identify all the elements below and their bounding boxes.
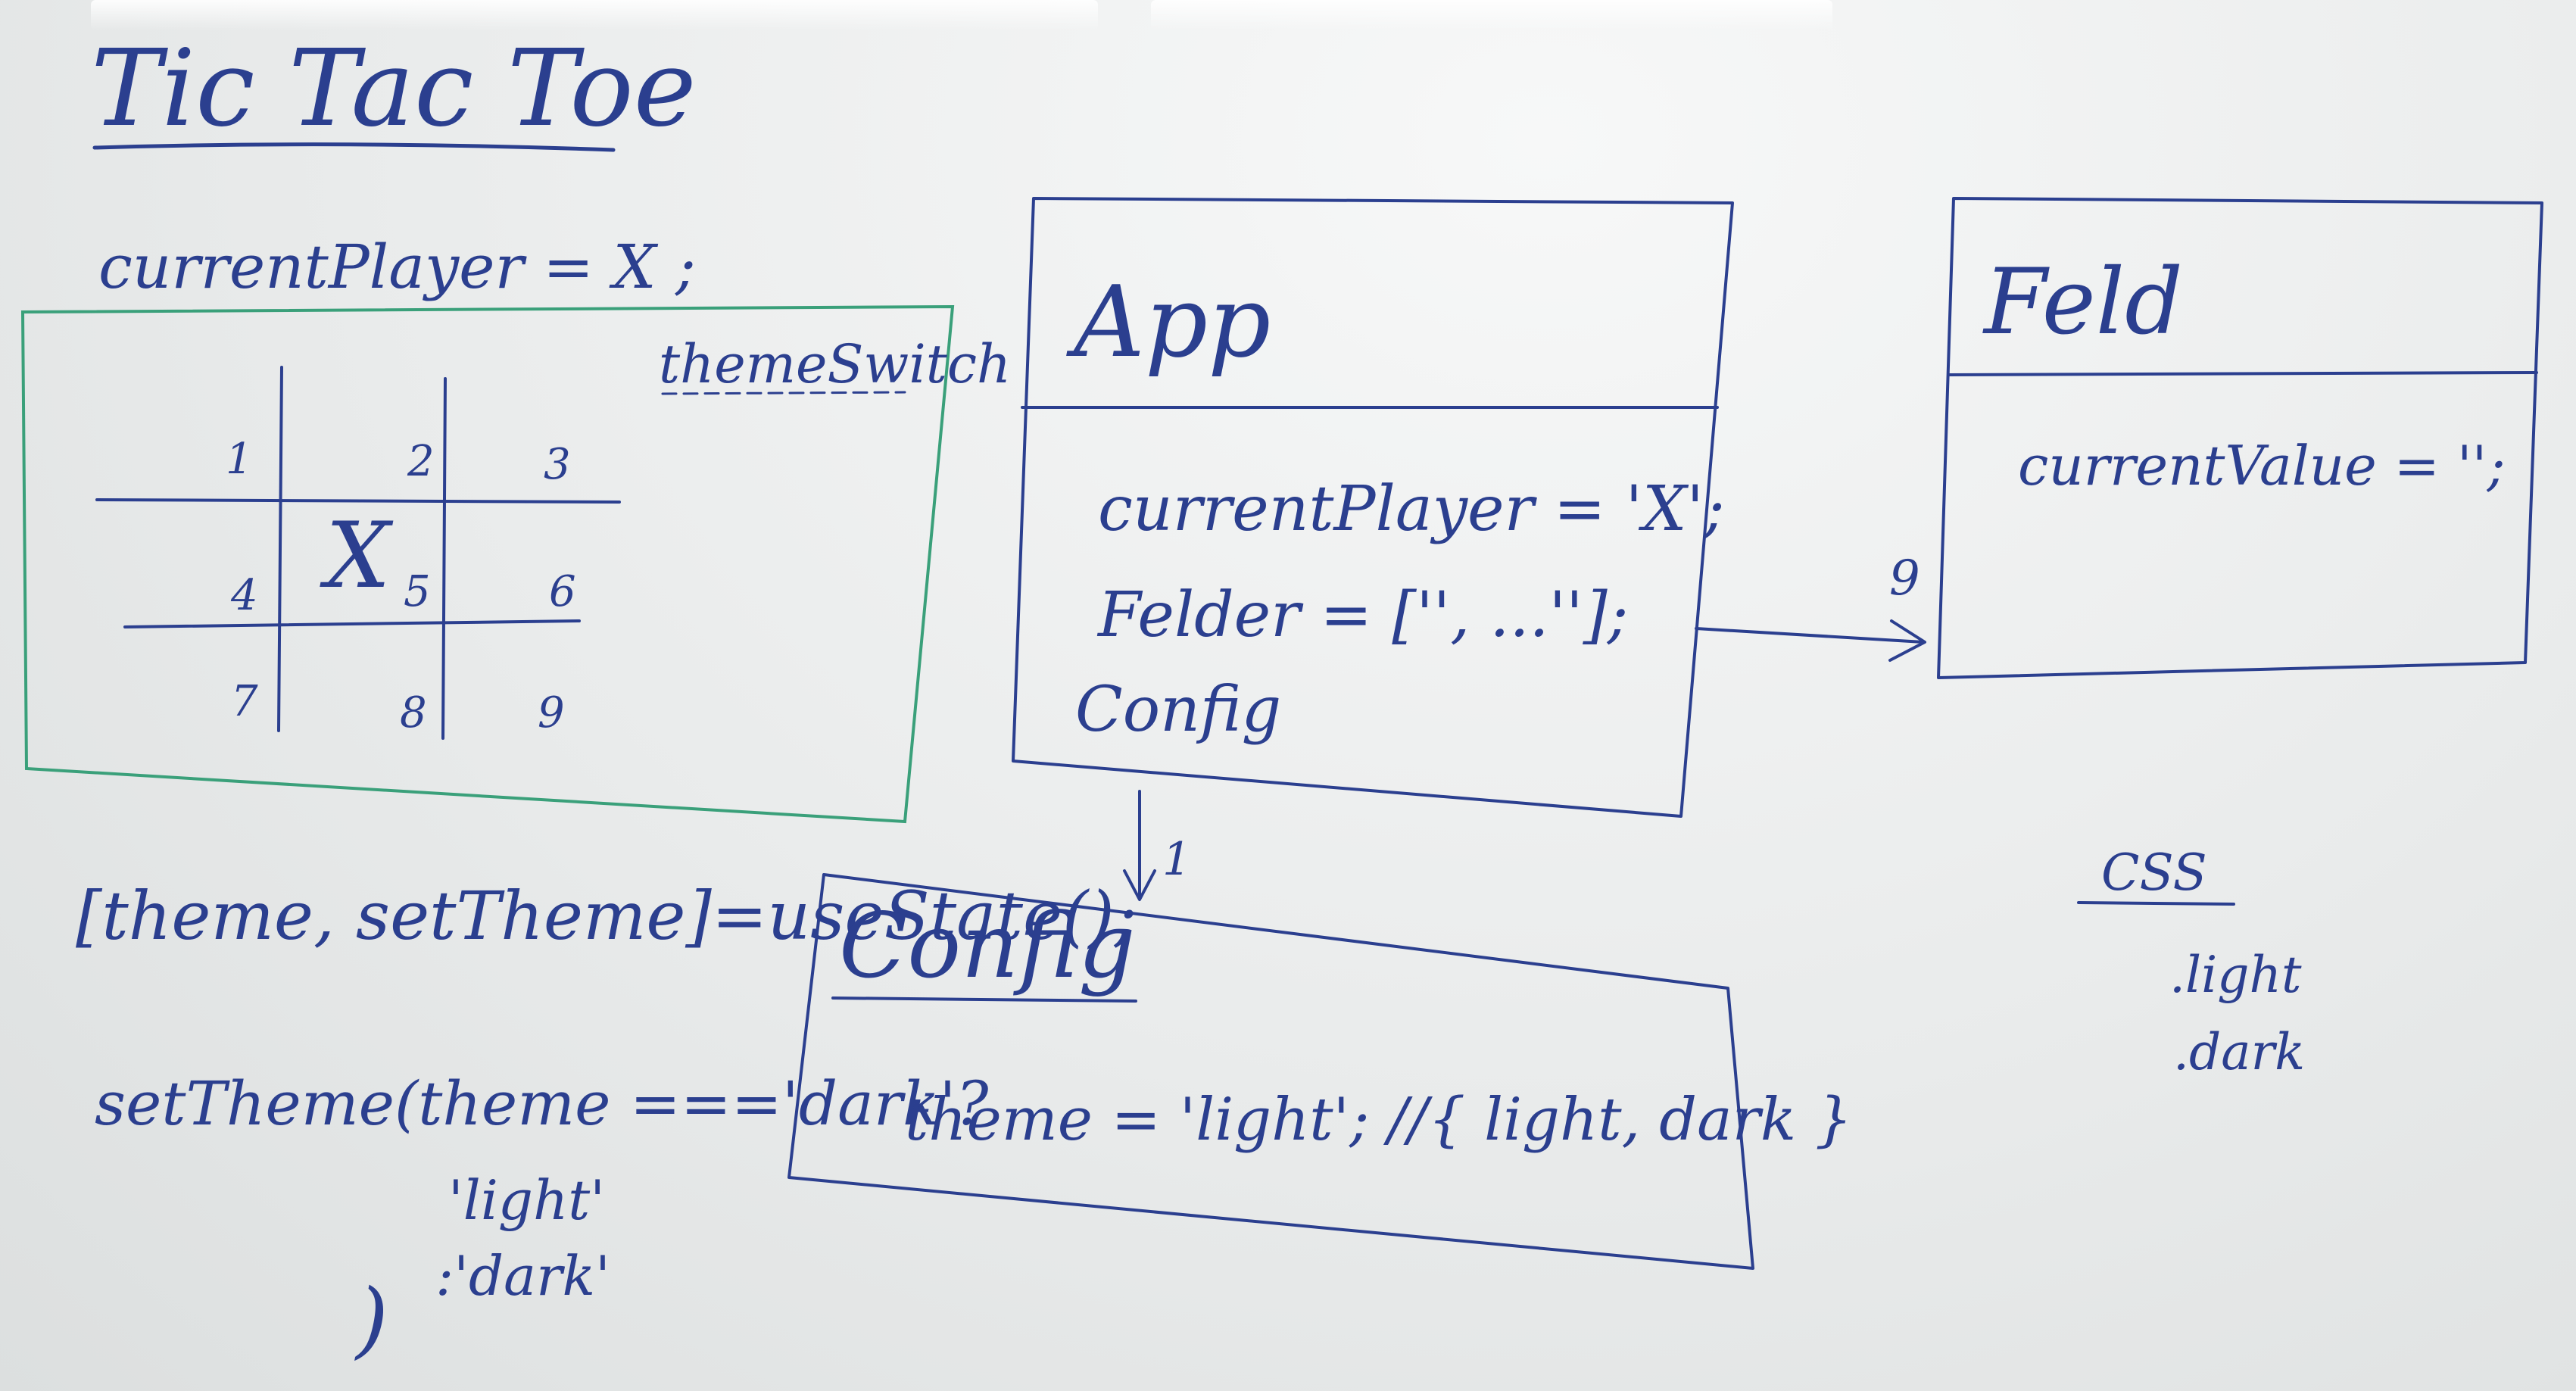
app-box: App currentPlayer = 'X'; Felder = ['', .… — [1012, 197, 1734, 818]
cell-number-7: 7 — [231, 677, 258, 726]
config-box-divider — [831, 996, 1137, 1003]
light-option: 'light' — [448, 1168, 605, 1232]
css-class-light: .light — [2169, 946, 2302, 1004]
current-player-line: currentPlayer = X ; — [98, 232, 696, 302]
config-field-theme: theme = 'light'; //{ light, dark } — [905, 1086, 1853, 1154]
title-group: Tic Tac Toe — [91, 27, 697, 152]
feld-box-title: Feld — [1982, 250, 2183, 355]
feld-box-divider — [1948, 371, 2538, 376]
cell-number-5: 5 — [404, 567, 431, 616]
set-theme-block: setTheme(theme ==='dark'? 'light' :'dark… — [95, 1068, 990, 1368]
config-box: Config theme = 'light'; //{ light, dark … — [787, 873, 1853, 1270]
closing-paren: ) — [354, 1271, 388, 1368]
cell-number-8: 8 — [400, 688, 427, 738]
multiplicity-label-1: 1 — [1162, 833, 1191, 886]
css-class-dark: .dark — [2173, 1023, 2305, 1081]
feld-box: Feld currentValue = ''; — [1937, 197, 2543, 679]
set-theme-line: setTheme(theme ==='dark'? — [95, 1068, 990, 1139]
theme-switch-underline — [661, 391, 906, 395]
theme-switch-frame: themeSwitch — [20, 304, 1011, 824]
use-state-line: [theme, setTheme]=useState(); — [76, 877, 1137, 955]
cell-number-6: 6 — [549, 567, 576, 616]
feld-box-outline — [1937, 197, 2543, 679]
tic-tac-toe-grid: 1 2 3 4 5 6 7 8 9 X — [95, 366, 621, 740]
app-field-felder: Felder = ['', ...'']; — [1096, 579, 1628, 651]
css-heading: CSS — [2101, 844, 2207, 902]
config-box-outline — [787, 873, 1754, 1270]
app-to-feld-arrow: 9 — [1695, 550, 1926, 662]
dark-option: :'dark' — [435, 1244, 610, 1308]
ceiling-light-reflection-left — [91, 0, 1098, 30]
grid-line-h2 — [123, 619, 581, 628]
cell-number-3: 3 — [544, 440, 571, 489]
title-underline — [92, 142, 616, 152]
grid-line-v2 — [441, 377, 447, 740]
green-frame-outline — [20, 304, 955, 824]
app-field-current-player: currentPlayer = 'X'; — [1098, 473, 1725, 545]
arrow-line — [1695, 627, 1925, 644]
theme-switch-label: themeSwitch — [659, 333, 1011, 395]
cell-number-9: 9 — [538, 688, 565, 738]
ceiling-light-reflection-right — [1151, 0, 1832, 30]
grid-line-v1 — [277, 366, 283, 732]
arrowhead — [1888, 619, 1926, 662]
cell-number-4: 4 — [230, 571, 258, 620]
feld-field-current-value: currentValue = ''; — [2018, 434, 2506, 497]
grid-line-h1 — [95, 498, 621, 504]
page-title: Tic Tac Toe — [91, 27, 697, 151]
app-box-outline — [1012, 197, 1734, 818]
app-field-config: Config — [1075, 674, 1281, 746]
app-to-config-arrow: 1 — [1123, 790, 1191, 901]
multiplicity-label-9: 9 — [1889, 550, 1920, 607]
grid-mark-x: X — [320, 504, 394, 609]
css-underline — [2077, 901, 2235, 906]
cell-number-1: 1 — [226, 435, 253, 484]
cell-number-2: 2 — [407, 437, 435, 486]
config-box-title: Config — [839, 894, 1136, 998]
app-box-title: App — [1066, 264, 1271, 379]
arrowhead — [1123, 869, 1156, 901]
css-note: CSS .light .dark — [2077, 844, 2305, 1081]
